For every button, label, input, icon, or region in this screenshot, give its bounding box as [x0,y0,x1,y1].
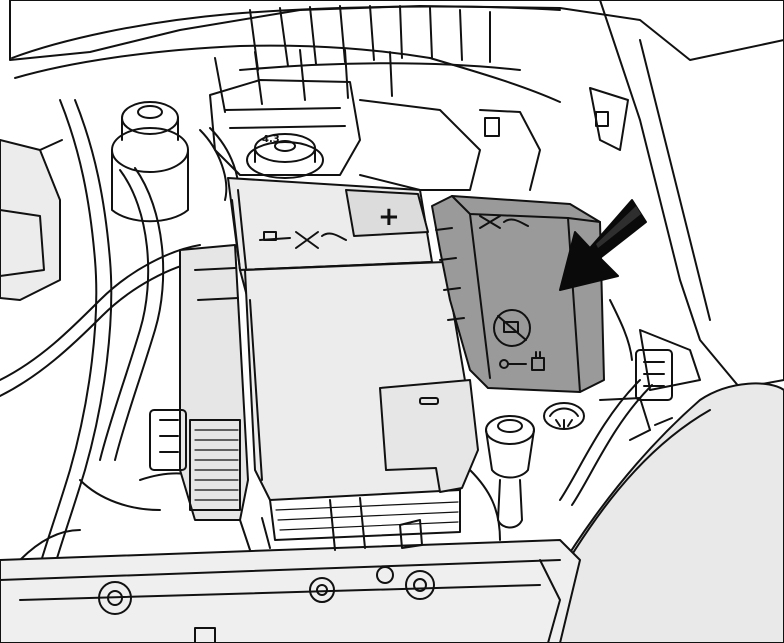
fuse-lid-warning-icon [479,215,529,229]
right-fender [589,0,784,391]
indicator-arrow [559,199,647,291]
brake-fluid-reservoir [111,101,189,223]
cap-code-label: 4.3 [262,134,280,145]
fuse-icon [531,351,545,371]
right-side-connectors [559,299,673,506]
battery-positive-label: + [378,202,400,232]
engine-cover [209,79,541,191]
wrench-icon [499,359,527,369]
lower-engine-details [79,469,501,551]
battery-warning-icon [263,231,347,249]
left-reservoir-box [0,139,63,301]
oil-fill-cap: 4.3 [246,133,324,179]
battery-tray-cover [244,261,479,541]
radiator-support [0,539,581,643]
no-smoking-icon [493,309,531,347]
hood-frame [9,0,784,113]
washer-fluid-icon [543,402,585,430]
underhood-fuse-block [431,195,605,393]
left-fuse-relay-block [149,244,249,521]
